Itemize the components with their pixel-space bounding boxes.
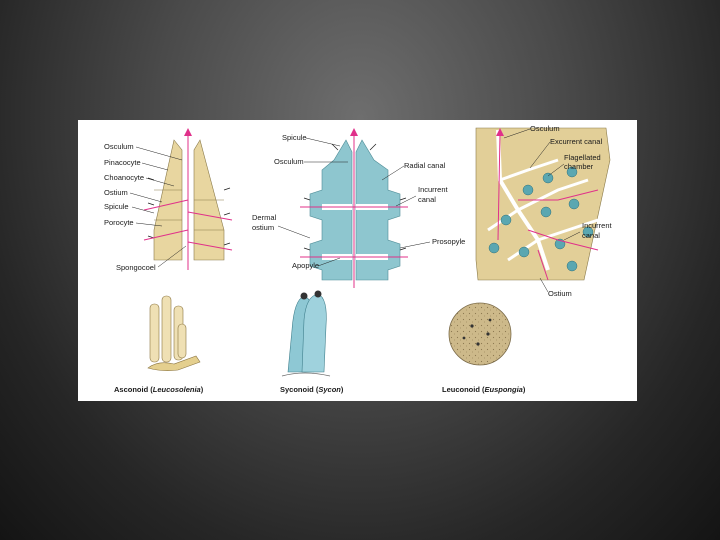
leuconoid-illustration <box>448 302 512 366</box>
syconoid-label-incurrent-canal-2: canal <box>418 195 436 204</box>
asconoid-label-spongocoel: Spongocoel <box>116 263 156 272</box>
syconoid-diagram: Spicule Osculum Radial canal Incurrent c… <box>252 128 465 288</box>
leuconoid-label-incurrent-canal-1: Incurrent <box>582 221 613 230</box>
asconoid-illustration <box>147 295 201 371</box>
syconoid-label-apopyle: Apopyle <box>292 261 319 270</box>
leuconoid-caption: Leuconoid (Euspongia) <box>442 385 526 394</box>
syconoid-spicules <box>303 143 407 251</box>
asconoid-water-flow <box>143 128 233 270</box>
syconoid-water-flow <box>300 128 408 288</box>
syconoid-label-osculum: Osculum <box>274 157 304 166</box>
asconoid-label-osculum: Osculum <box>104 142 134 151</box>
leuconoid-flagellated-chambers <box>488 166 594 272</box>
leuconoid-label-incurrent-canal-2: canal <box>582 231 600 240</box>
sponge-body-plans-figure: Osculum Pinacocyte Choanocyte Ostium Spi… <box>78 120 637 401</box>
leuconoid-water-flow <box>496 128 599 281</box>
syconoid-label-incurrent-canal-1: Incurrent <box>418 185 449 194</box>
leuconoid-label-flagellated-chamber-2: chamber <box>564 162 594 171</box>
syconoid-illustration <box>281 290 331 377</box>
asconoid-label-pinacocyte: Pinacocyte <box>104 158 141 167</box>
asconoid-label-choanocyte: Choanocyte <box>104 173 144 182</box>
syconoid-caption: Syconoid (Sycon) <box>280 385 344 394</box>
asconoid-label-porocyte: Porocyte <box>104 218 134 227</box>
figure-canvas: Osculum Pinacocyte Choanocyte Ostium Spi… <box>104 124 613 394</box>
asconoid-diagram: Osculum Pinacocyte Choanocyte Ostium Spi… <box>104 128 233 272</box>
syconoid-label-spicule: Spicule <box>282 133 307 142</box>
asconoid-label-spicule: Spicule <box>104 202 129 211</box>
syconoid-label-radial-canal: Radial canal <box>404 161 446 170</box>
asconoid-label-ostium: Ostium <box>104 188 128 197</box>
asconoid-caption: Asconoid (Leucosolenia) <box>114 385 204 394</box>
syconoid-label-dermal-ostium-2: ostium <box>252 223 274 232</box>
leuconoid-body <box>475 127 611 281</box>
leuconoid-diagram: Osculum Excurrent canal Flagellated cham… <box>475 124 613 298</box>
asconoid-left-wall <box>153 139 183 261</box>
leuconoid-label-ostium: Ostium <box>548 289 572 298</box>
leuconoid-label-flagellated-chamber-1: Flagellated <box>564 153 601 162</box>
leuconoid-label-osculum: Osculum <box>530 124 560 133</box>
syconoid-label-prosopyle: Prosopyle <box>432 237 465 246</box>
syconoid-label-dermal-ostium-1: Dermal <box>252 213 277 222</box>
leuconoid-label-excurrent-canal: Excurrent canal <box>550 137 602 146</box>
